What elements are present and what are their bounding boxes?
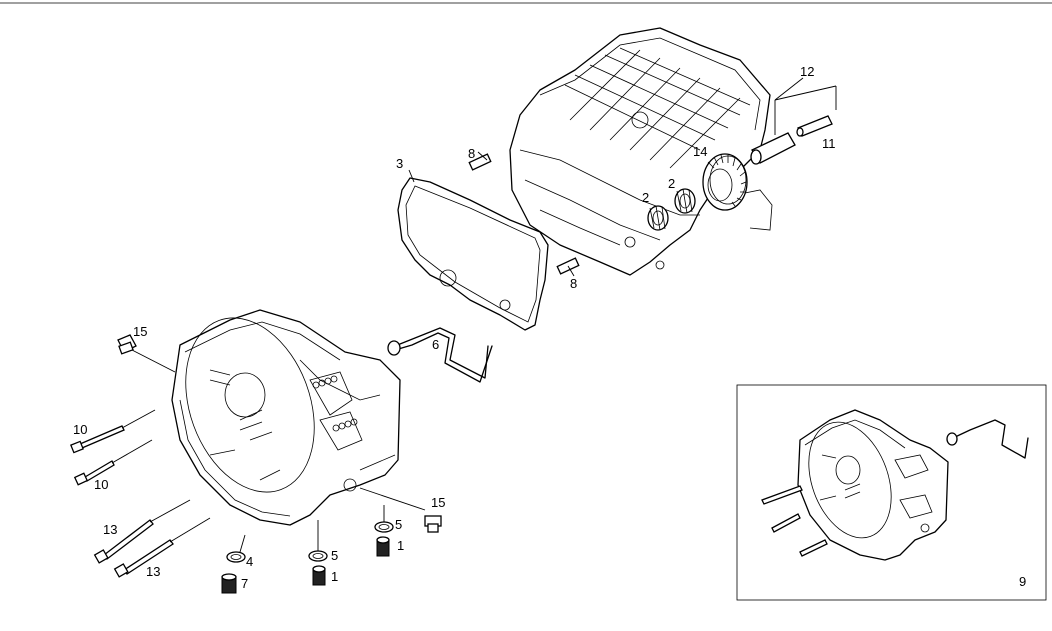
bolt-13-upper: [93, 519, 154, 564]
oil-pipe: [387, 327, 493, 383]
inset-bolt-1: [761, 485, 803, 505]
shaft-pin: [796, 115, 833, 137]
callout-8-lower: 8: [570, 276, 577, 291]
callout-15-bottom: 15: [431, 495, 445, 510]
callout-10-upper: 10: [73, 422, 87, 437]
inset-clutch-housing: [797, 409, 949, 561]
bolt-13-lower: [113, 539, 174, 578]
callout-5-left: 5: [331, 548, 338, 563]
gear: [702, 153, 748, 211]
callout-1-right: 1: [397, 538, 404, 553]
leader-lines: [111, 77, 837, 553]
callout-14: 14: [693, 144, 707, 159]
gasket: [397, 177, 549, 331]
callout-15-top: 15: [133, 324, 147, 339]
clutch-housing: [171, 309, 401, 526]
bolt-10-upper: [70, 425, 125, 454]
seal-4: [226, 551, 246, 563]
callout-13-upper: 13: [103, 522, 117, 537]
plug-1-right: [376, 536, 390, 557]
callout-9: 9: [1019, 574, 1026, 589]
bolt-10-lower: [73, 460, 115, 486]
callout-6: 6: [432, 337, 439, 352]
inset-frame: [736, 384, 1047, 601]
inset-oil-pipe: [946, 419, 1029, 459]
sleeve: [750, 132, 796, 165]
inset-bolt-2: [771, 513, 801, 533]
callout-7: 7: [241, 576, 248, 591]
inset-bolt-3: [799, 539, 828, 557]
callout-10-lower: 10: [94, 477, 108, 492]
washer-5-left: [308, 550, 328, 562]
callout-4: 4: [246, 554, 253, 569]
callout-2-left: 2: [642, 190, 649, 205]
gearbox-housing: [509, 27, 773, 276]
callout-1-left: 1: [331, 569, 338, 584]
washer-5-right: [374, 521, 394, 533]
needle-bearing-2: [674, 188, 696, 214]
callout-3: 3: [396, 156, 403, 171]
plug-7: [221, 573, 237, 594]
callout-11: 11: [822, 136, 836, 151]
callout-13-lower: 13: [146, 564, 160, 579]
plug-bottom: [424, 515, 442, 533]
plug-1-left: [312, 565, 326, 586]
callout-12: 12: [800, 64, 814, 79]
plug-top: [117, 334, 137, 355]
callout-5-right: 5: [395, 517, 402, 532]
callout-8-upper: 8: [468, 146, 475, 161]
callout-labels: 12 11 14 2 2 8 8 3 6 15 15 10 10 13 13 4…: [73, 64, 1026, 591]
needle-bearing-1: [647, 205, 669, 231]
callout-2-right: 2: [668, 176, 675, 191]
